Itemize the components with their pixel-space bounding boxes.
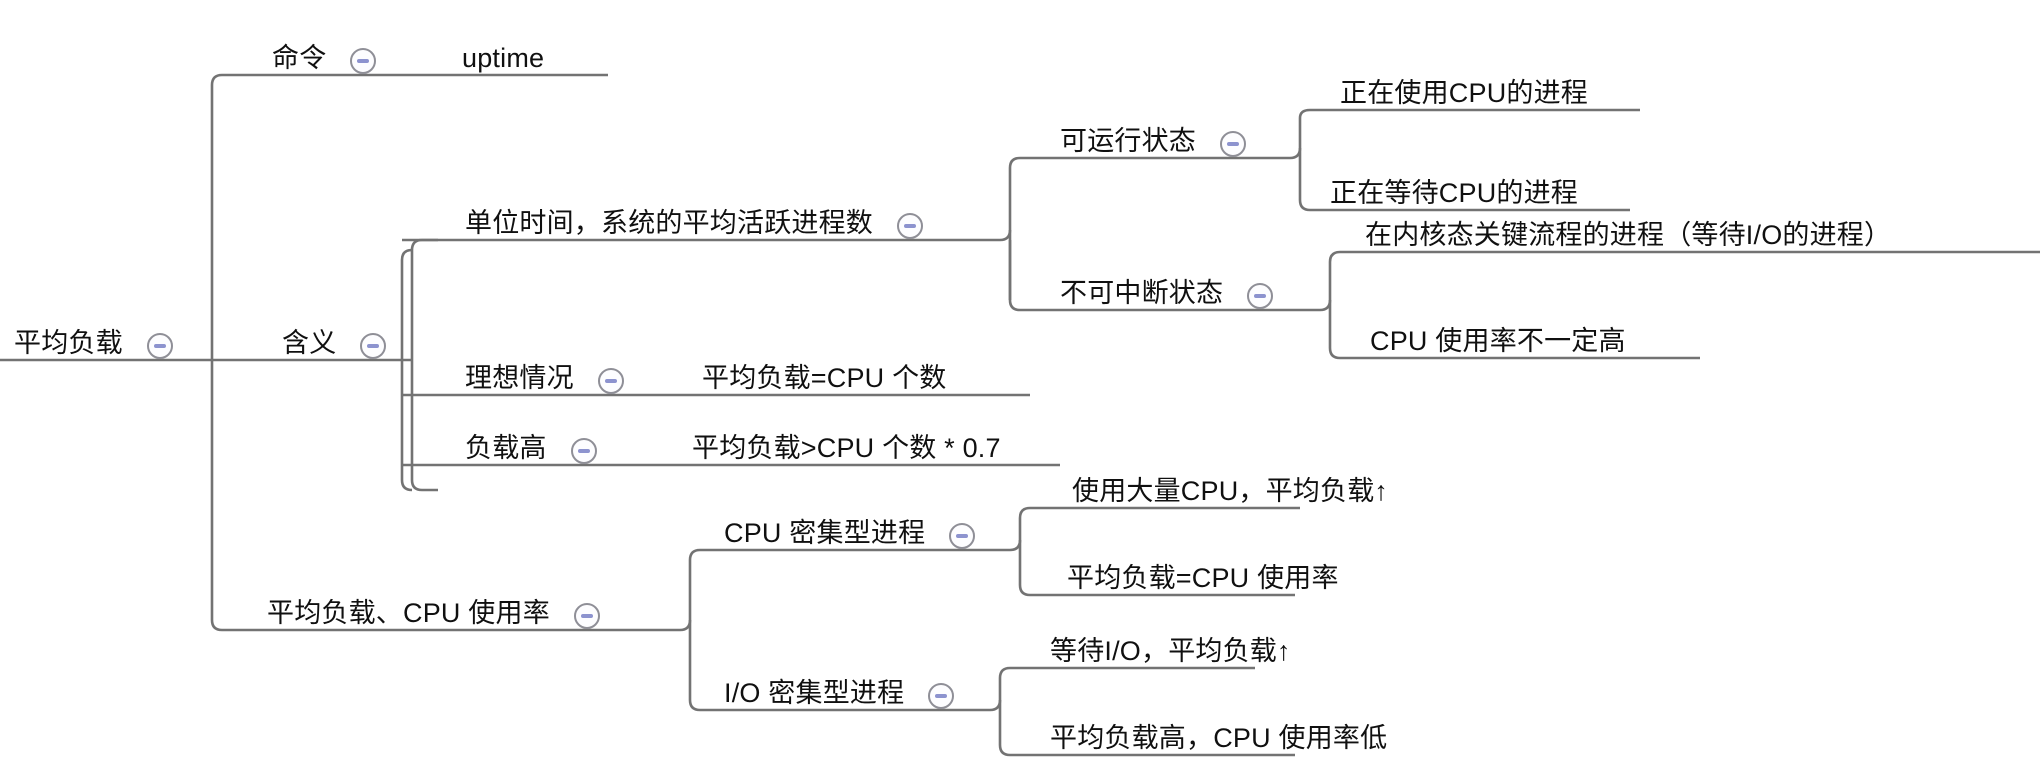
node-high-load-label: 负载高 <box>465 433 547 463</box>
node-io-bound-a[interactable]: 等待I/O，平均负载↑ <box>1048 638 1293 670</box>
minus-circle-icon[interactable] <box>597 368 624 394</box>
minus-bar <box>904 224 916 228</box>
node-io-bound-b-label: 平均负载高，CPU 使用率低 <box>1050 723 1388 753</box>
node-uninterruptible[interactable]: 不可中断状态 <box>1058 278 1274 312</box>
node-command-label: 命令 <box>272 43 327 73</box>
node-ideal-value-label: 平均负载=CPU 个数 <box>702 363 947 393</box>
link-meaning-avgactive-stem <box>410 238 438 360</box>
node-cpu-bound-b-label: 平均负载=CPU 使用率 <box>1067 563 1339 593</box>
node-ideal[interactable]: 理想情况 <box>463 365 624 397</box>
minus-bar <box>357 59 370 63</box>
minus-circle-icon[interactable] <box>350 48 377 74</box>
node-io-bound-label: I/O 密集型进程 <box>724 678 905 708</box>
node-runnable-label: 可运行状态 <box>1060 126 1196 156</box>
node-avg-active[interactable]: 单位时间，系统的平均活跃进程数 <box>463 210 923 242</box>
minus-circle-icon[interactable] <box>949 523 976 549</box>
link-root-loadcpu-stem <box>210 360 238 632</box>
minus-circle-icon[interactable] <box>570 438 597 464</box>
node-waiting-cpu[interactable]: 正在等待CPU的进程 <box>1328 180 1580 212</box>
minus-circle-icon[interactable] <box>897 213 923 239</box>
link-meaning-bracket <box>400 248 413 492</box>
node-uptime-label: uptime <box>462 43 545 73</box>
node-high-load-value[interactable]: 平均负载>CPU 个数 * 0.7 <box>690 435 1003 467</box>
node-uninterruptible-label: 不可中断状态 <box>1060 278 1224 308</box>
node-ideal-label: 理想情况 <box>465 363 574 393</box>
node-high-load[interactable]: 负载高 <box>463 435 597 467</box>
link-iobound-a <box>989 666 1255 712</box>
node-root[interactable]: 平均负载 <box>12 330 173 362</box>
node-cpu-bound-a[interactable]: 使用大量CPU，平均负载↑ <box>1070 478 1390 510</box>
minus-bar <box>153 344 166 348</box>
node-avg-active-label: 单位时间，系统的平均活跃进程数 <box>465 208 873 238</box>
node-high-load-value-label: 平均负载>CPU 个数 * 0.7 <box>692 433 1001 463</box>
minus-circle-icon[interactable] <box>1220 131 1246 157</box>
node-command[interactable]: 命令 <box>270 43 377 77</box>
node-ideal-value[interactable]: 平均负载=CPU 个数 <box>700 365 948 397</box>
minus-circle-icon[interactable] <box>360 333 387 359</box>
minus-circle-icon[interactable] <box>1247 283 1274 309</box>
node-cpu-bound-a-label: 使用大量CPU，平均负载↑ <box>1072 476 1389 506</box>
node-cpu-bound-label: CPU 密集型进程 <box>724 518 926 548</box>
minus-bar <box>1227 142 1239 146</box>
link-cpubound-a <box>1009 506 1300 552</box>
node-waiting-cpu-label: 正在等待CPU的进程 <box>1330 178 1579 208</box>
link-loadcpu-cpubound <box>679 548 1010 632</box>
node-load-vs-cpu[interactable]: 平均负载、CPU 使用率 <box>265 600 600 632</box>
node-meaning[interactable]: 含义 <box>280 328 387 362</box>
link-uninterruptible-a <box>1319 250 2040 312</box>
node-root-label: 平均负载 <box>14 328 123 358</box>
node-io-bound-a-label: 等待I/O，平均负载↑ <box>1050 636 1291 666</box>
node-load-vs-cpu-label: 平均负载、CPU 使用率 <box>267 598 550 628</box>
minus-bar <box>367 344 380 348</box>
minus-circle-icon[interactable] <box>928 683 955 709</box>
minus-circle-icon[interactable] <box>573 603 600 629</box>
node-using-cpu[interactable]: 正在使用CPU的进程 <box>1338 80 1590 112</box>
node-cpu-util-not-high-label: CPU 使用率不一定高 <box>1370 326 1626 356</box>
minus-bar <box>935 694 948 698</box>
minus-bar <box>580 614 593 618</box>
link-meaning-highload-stem <box>410 360 438 492</box>
node-meaning-label: 含义 <box>282 328 337 358</box>
link-avgactive-runnable <box>999 156 1290 242</box>
node-kernel-critical[interactable]: 在内核态关键流程的进程（等待I/O的进程） <box>1363 222 1893 254</box>
node-uptime[interactable]: uptime <box>460 45 546 77</box>
minus-bar <box>604 379 617 383</box>
minus-bar <box>577 449 590 453</box>
node-cpu-bound-b[interactable]: 平均负载=CPU 使用率 <box>1065 565 1341 597</box>
node-kernel-critical-label: 在内核态关键流程的进程（等待I/O的进程） <box>1365 220 1892 250</box>
node-runnable[interactable]: 可运行状态 <box>1058 128 1246 160</box>
node-io-bound-b[interactable]: 平均负载高，CPU 使用率低 <box>1048 725 1389 757</box>
node-using-cpu-label: 正在使用CPU的进程 <box>1340 78 1589 108</box>
link-runnable-a <box>1289 108 1640 160</box>
node-io-bound[interactable]: I/O 密集型进程 <box>722 678 955 712</box>
node-cpu-bound[interactable]: CPU 密集型进程 <box>722 518 976 552</box>
minus-bar <box>956 534 969 538</box>
minus-bar <box>1254 294 1267 298</box>
minus-circle-icon[interactable] <box>146 333 173 359</box>
node-cpu-util-not-high[interactable]: CPU 使用率不一定高 <box>1368 328 1628 360</box>
